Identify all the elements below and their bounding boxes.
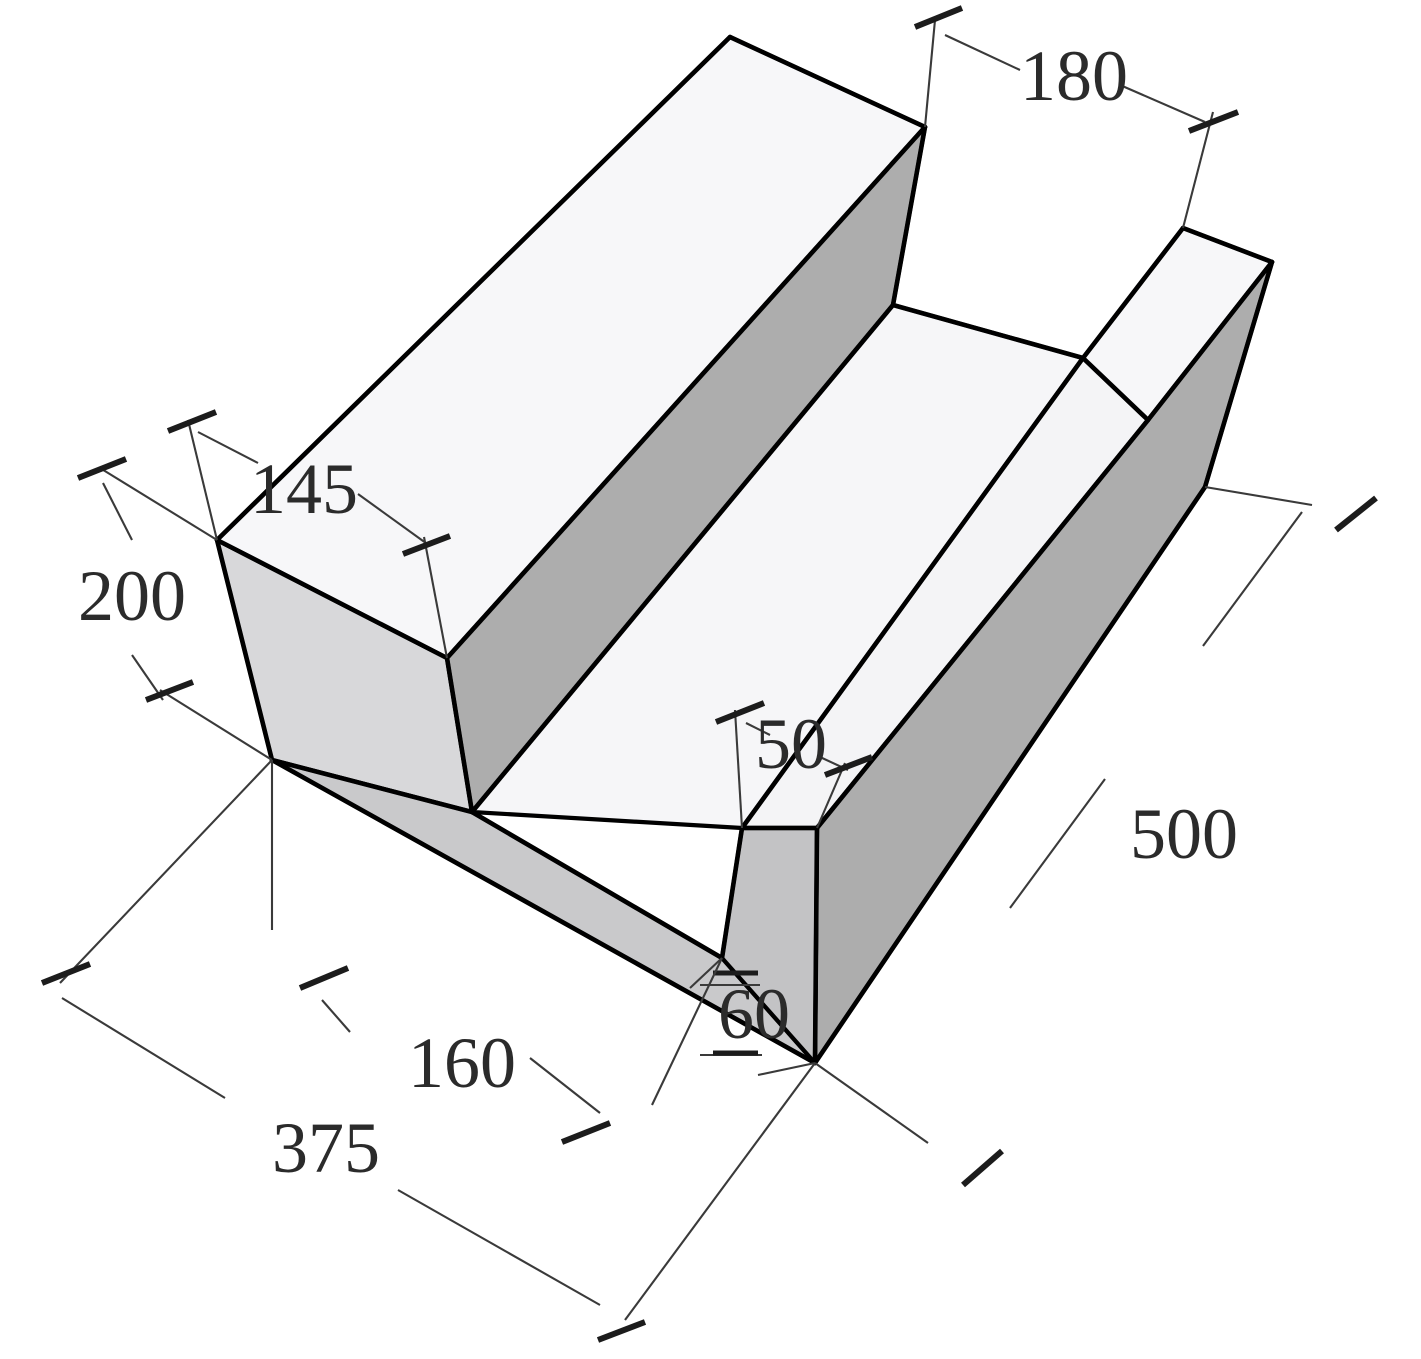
dimension-annotations (40, 5, 1378, 1343)
dimension-160-ticks (298, 965, 612, 1145)
dimension-label-375: 375 (272, 1108, 380, 1188)
dimension-180-ticks (913, 5, 1240, 134)
dimension-50-ticks (714, 700, 874, 778)
dimension-label-200: 200 (78, 556, 186, 636)
dimension-label-50: 50 (755, 704, 827, 784)
dimension-label-60: 60 (718, 974, 790, 1054)
dimension-60-ticks (713, 970, 758, 1056)
dimension-145-leaders (186, 419, 449, 659)
dimension-180-leaders (923, 19, 1215, 229)
dimension-160-leaders (270, 760, 723, 1114)
dimension-375-ticks (40, 961, 647, 1343)
dimension-label-145: 145 (250, 449, 358, 529)
dimension-labels: 180 145 200 50 500 60 160 375 (78, 36, 1238, 1188)
dimension-label-160: 160 (408, 1023, 516, 1103)
dimension-500-leaders (814, 485, 1313, 1144)
dimension-145-ticks (166, 409, 452, 557)
channel-block-solid (214, 34, 1275, 1066)
dimension-200-ticks (76, 456, 195, 703)
dimension-label-180: 180 (1020, 36, 1128, 116)
dimension-label-500: 500 (1130, 794, 1238, 874)
dimension-500-ticks (961, 495, 1378, 1188)
dimension-375-leaders (59, 759, 816, 1321)
